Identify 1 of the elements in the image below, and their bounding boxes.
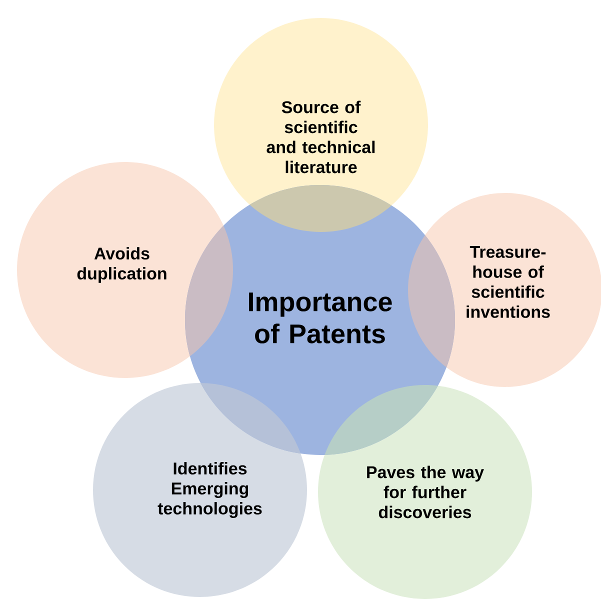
circle-node: Importance of Patents [185,185,455,455]
